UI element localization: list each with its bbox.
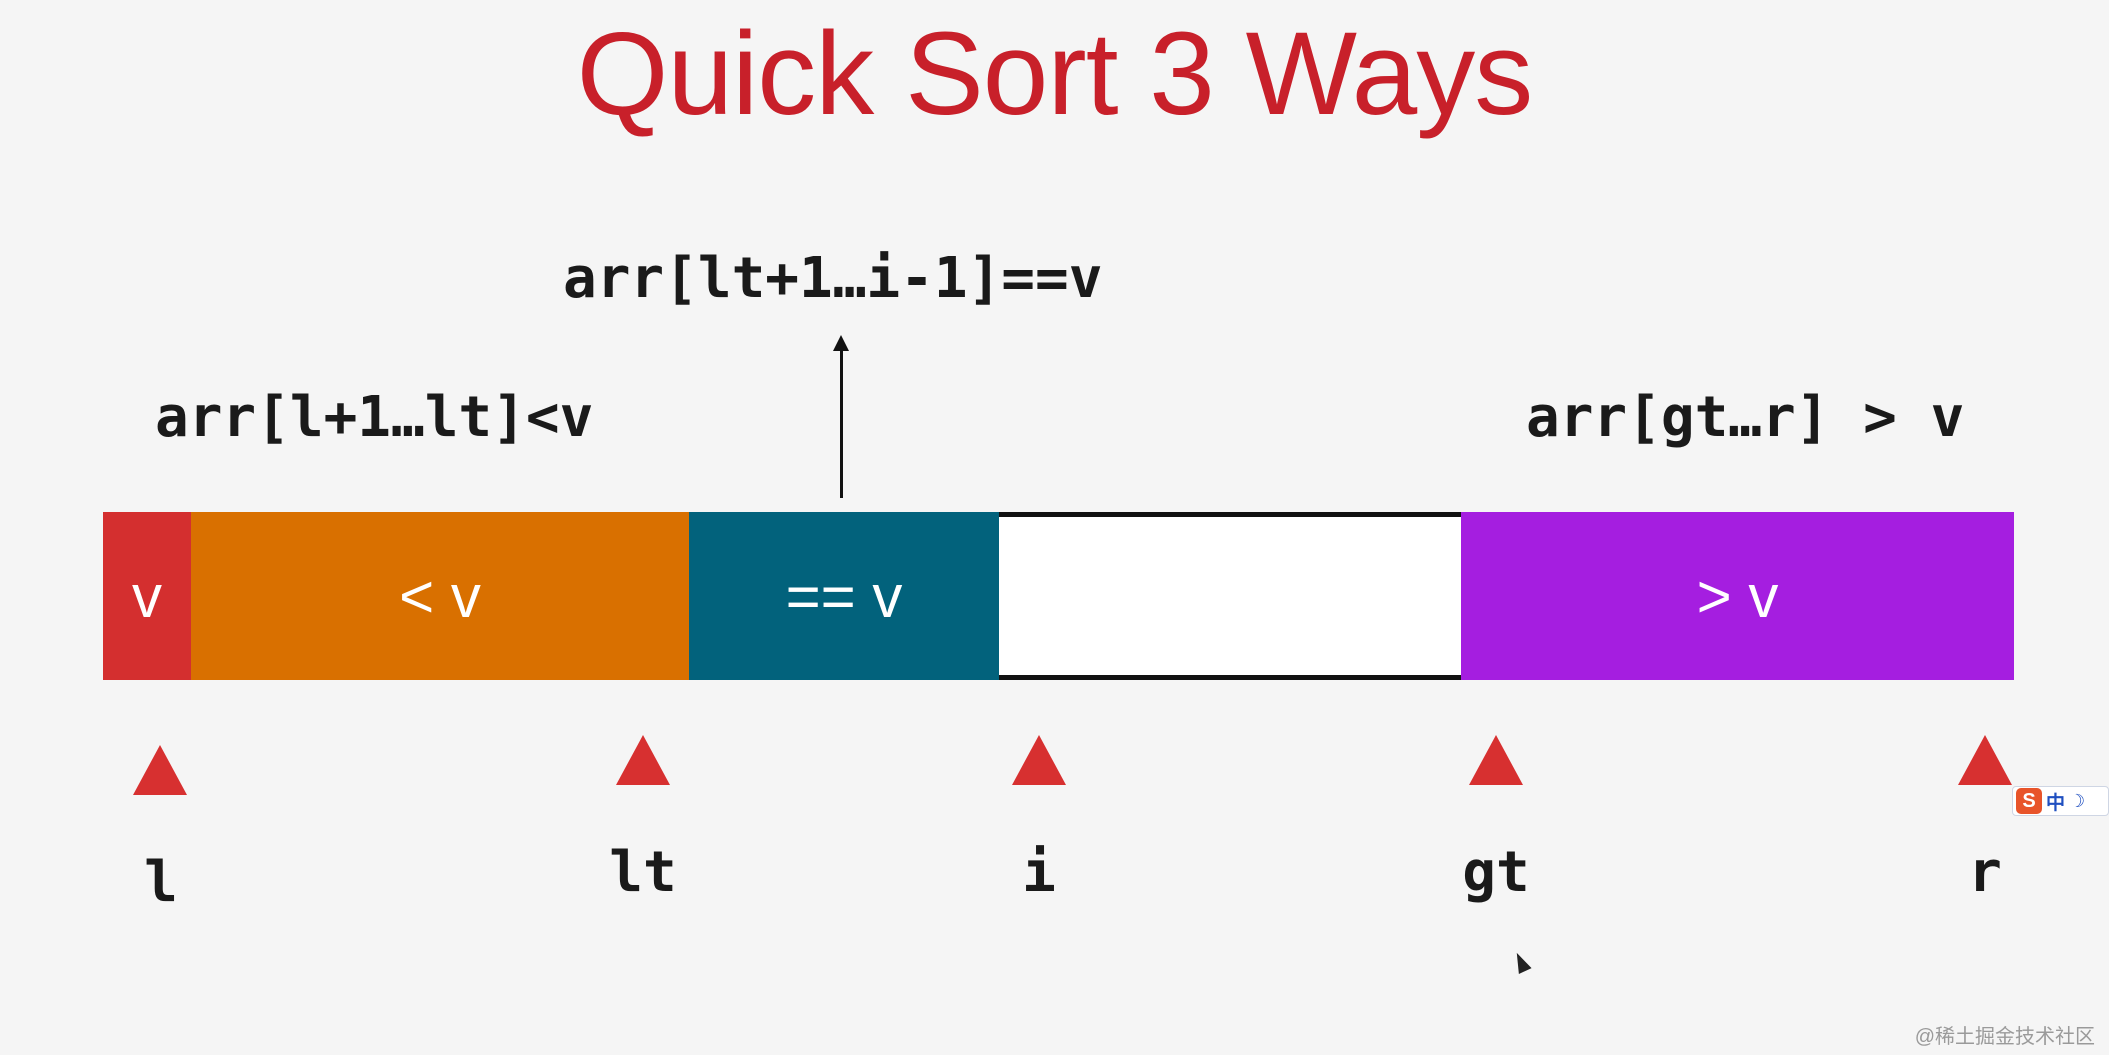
watermark: @稀土掘金技术社区 bbox=[1914, 1026, 2095, 1048]
pointer-label-lt: lt bbox=[609, 840, 677, 905]
greater-range-label: arr[gt…r] > v bbox=[1526, 385, 1965, 450]
moon-icon[interactable]: ☽ bbox=[2069, 790, 2086, 811]
up-arrow-icon bbox=[833, 335, 849, 351]
pointer-gt-triangle-icon bbox=[1469, 735, 1523, 785]
array-bar: v < v == v > v bbox=[103, 512, 2014, 680]
pointer-lt-triangle-icon bbox=[616, 735, 670, 785]
segment-equal: == v bbox=[689, 512, 999, 680]
segment-less: < v bbox=[191, 512, 689, 680]
segment-greater: > v bbox=[1461, 512, 2014, 680]
ime-toolbar[interactable]: S 中 ☽ bbox=[2012, 786, 2109, 816]
slide-title: Quick Sort 3 Ways bbox=[576, 8, 1534, 140]
pointer-label-l: l bbox=[144, 850, 178, 915]
pointer-label-gt: gt bbox=[1462, 840, 1530, 905]
pointer-l-triangle-icon bbox=[133, 745, 187, 795]
pointer-label-i: i bbox=[1022, 840, 1056, 905]
mouse-cursor-icon bbox=[1510, 949, 1532, 975]
pointer-r-triangle-icon bbox=[1958, 735, 2012, 785]
segment-unexplored bbox=[999, 512, 1461, 680]
pointer-i-triangle-icon bbox=[1012, 735, 1066, 785]
equal-range-label: arr[lt+1…i-1]==v bbox=[563, 246, 1103, 311]
less-range-label: arr[l+1…lt]<v bbox=[155, 385, 594, 450]
arrow-line bbox=[840, 350, 843, 498]
segment-pivot: v bbox=[103, 512, 191, 680]
pointer-label-r: r bbox=[1968, 840, 2002, 905]
ime-language-indicator[interactable]: 中 bbox=[2046, 792, 2066, 814]
sogou-logo-icon: S bbox=[2016, 788, 2042, 814]
